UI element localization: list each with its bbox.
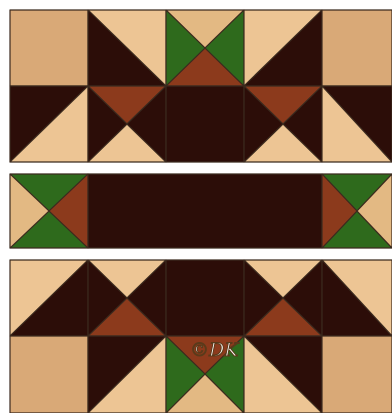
dark-sashing — [88, 174, 322, 248]
dark-center-square — [166, 260, 244, 336]
watermark-signature: ©DK — [190, 339, 240, 361]
tan-square — [10, 336, 88, 413]
top-block — [10, 10, 392, 162]
tan-square — [322, 336, 392, 413]
dark-center-square — [166, 86, 244, 162]
tan-square — [10, 10, 88, 86]
bottom-block — [10, 260, 392, 413]
middle-sashing-strip — [10, 174, 392, 248]
tan-square — [322, 10, 392, 86]
